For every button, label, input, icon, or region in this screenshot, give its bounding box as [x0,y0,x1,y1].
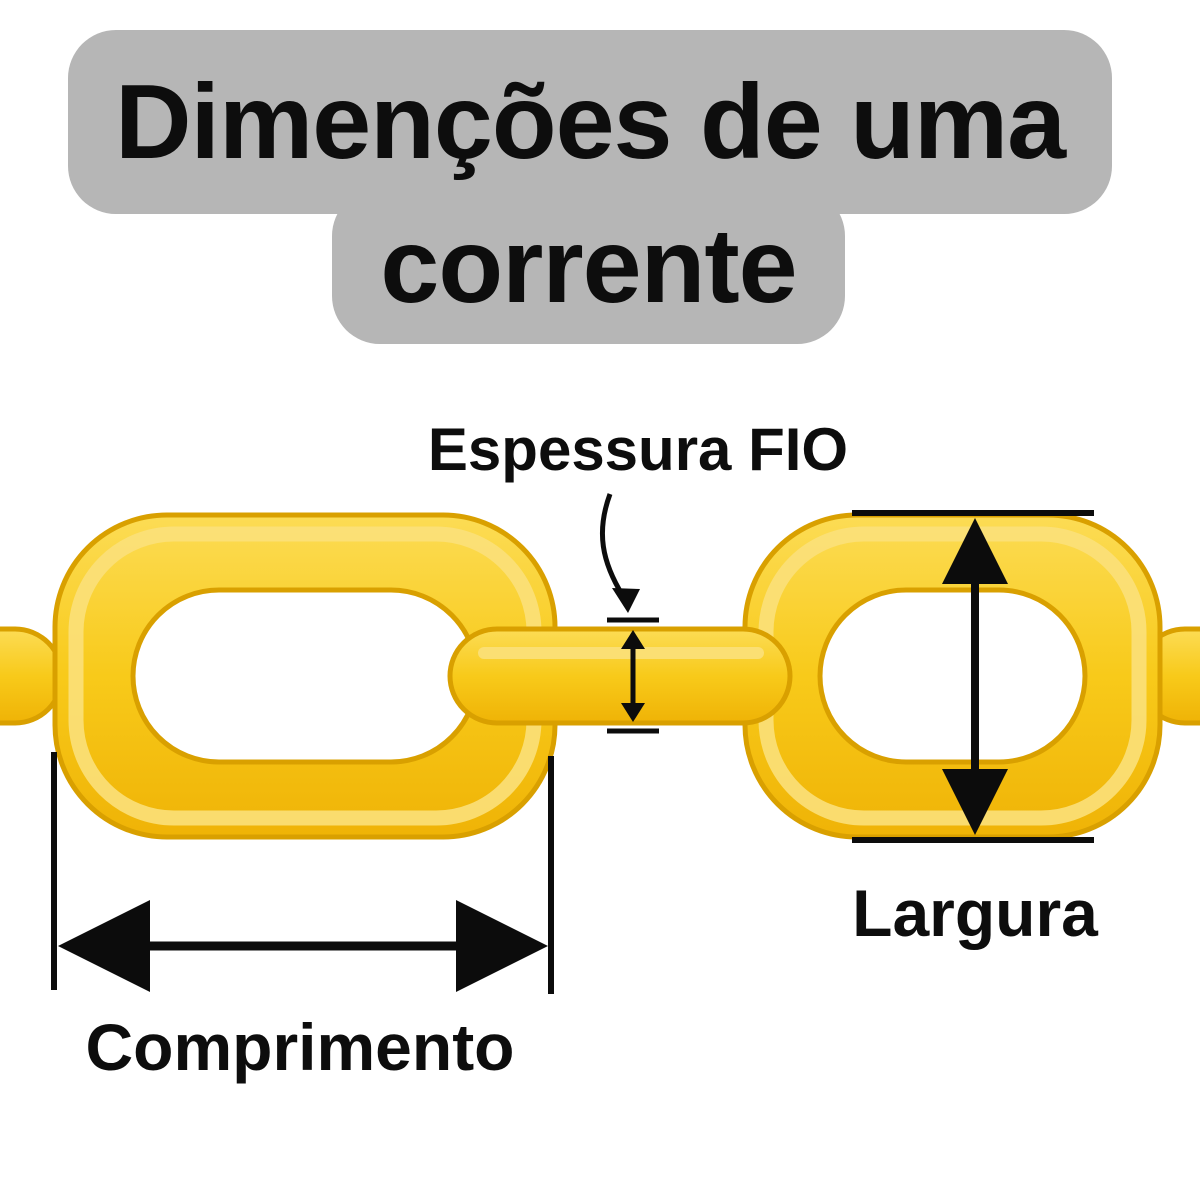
espessura-measure-arrow [607,617,659,734]
title-banner-top: Dimenções de uma [68,30,1112,214]
label-espessura-fio: Espessura FIO [427,416,849,483]
label-largura: Largura [852,876,1098,950]
chain-illustration [0,512,1200,840]
espessura-pointer-arrow [599,493,640,613]
chain-link-left [52,512,558,840]
chain-link-right [742,512,1163,840]
title-banner-bottom: corrente [332,188,845,344]
largura-measure-arrow [852,510,1094,843]
title-line-2: corrente [380,206,797,325]
label-comprimento: Comprimento [85,1010,515,1084]
title-line-1: Dimenções de uma [114,62,1066,181]
comprimento-measure-arrow [51,752,554,994]
chain-connector-middle [447,626,793,726]
